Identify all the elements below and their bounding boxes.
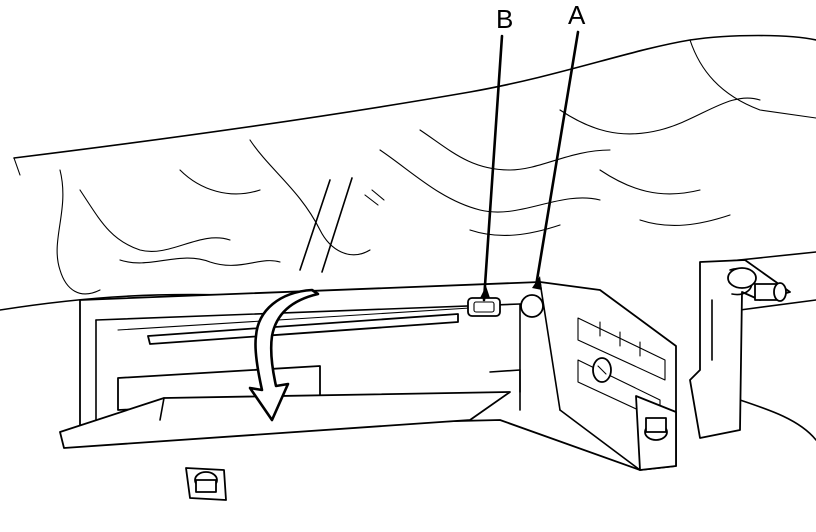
disc-slot xyxy=(117,307,471,345)
dashboard-panel xyxy=(0,34,816,441)
side-screw-icon xyxy=(592,357,612,383)
bottom-bolt-icon xyxy=(185,467,227,501)
button-a-icon[interactable] xyxy=(520,294,544,318)
callout-label-b: B xyxy=(496,4,513,34)
wiring-harness xyxy=(56,97,761,295)
callout-leader-lines xyxy=(480,30,580,302)
open-direction-arrow-icon xyxy=(248,288,320,422)
bracket-bolt-icon xyxy=(727,267,787,302)
lower-bracket-tab xyxy=(635,395,677,471)
callout-label-a: A xyxy=(568,0,586,30)
button-b-icon[interactable] xyxy=(467,297,501,317)
